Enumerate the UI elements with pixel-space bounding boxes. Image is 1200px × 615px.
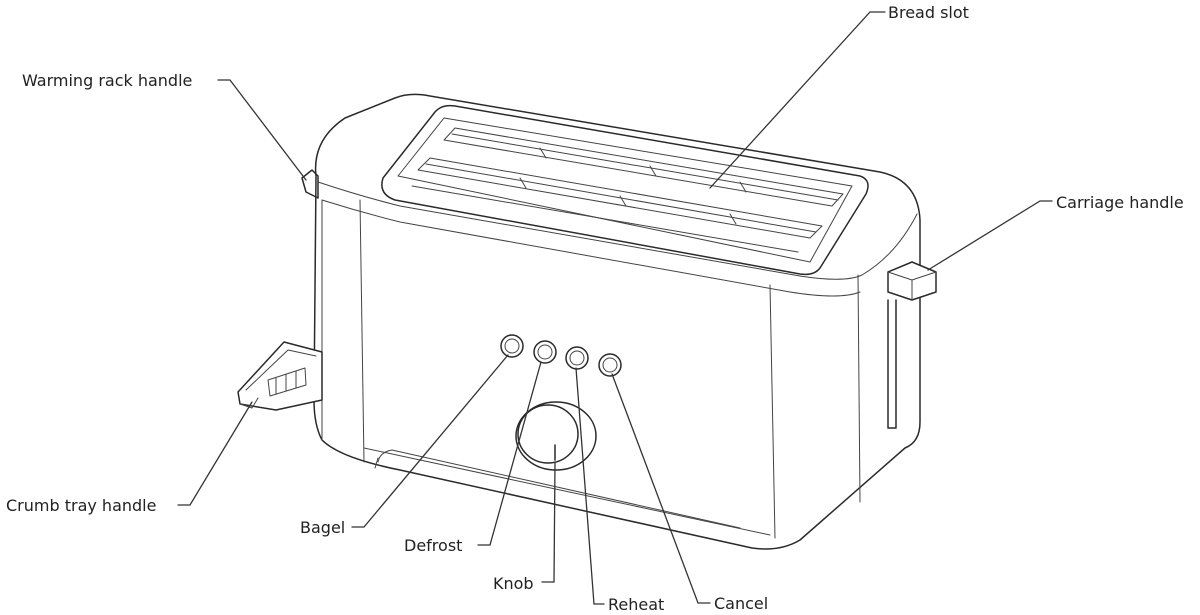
leader-bread-slot [709,11,886,189]
leader-carriage [927,200,1053,271]
bagel-button-drawing [500,334,524,358]
label-bread-slot: Bread slot [888,3,969,22]
toaster-body [313,93,921,550]
leader-crumb-tray [177,401,253,506]
label-warming-rack-handle: Warming rack handle [22,71,192,90]
label-cancel: Cancel [714,594,768,613]
control-buttons [500,334,622,377]
label-carriage-handle: Carriage handle [1056,193,1184,212]
label-defrost: Defrost [404,536,462,555]
leader-warming-rack [217,79,307,181]
carriage-handle [887,261,937,429]
reheat-button-drawing [565,346,589,370]
leader-cancel [611,373,711,604]
label-reheat: Reheat [608,595,664,614]
leader-defrost [477,361,542,546]
leader-bagel [351,354,509,528]
leader-lines [177,11,1053,605]
bread-slots [381,104,869,276]
diagram-labels: Bread slot Warming rack handle Carriage … [6,3,1184,614]
leader-reheat [575,367,605,605]
label-crumb-tray-handle: Crumb tray handle [6,496,156,515]
warming-rack-handle [301,169,319,199]
label-bagel: Bagel [300,518,345,537]
cancel-button-drawing [598,353,622,377]
crumb-tray [237,341,323,411]
defrost-button-drawing [533,340,557,364]
leader-knob [541,461,556,583]
browning-knob [515,401,597,471]
label-knob: Knob [493,574,534,593]
toaster-illustration [237,93,937,550]
